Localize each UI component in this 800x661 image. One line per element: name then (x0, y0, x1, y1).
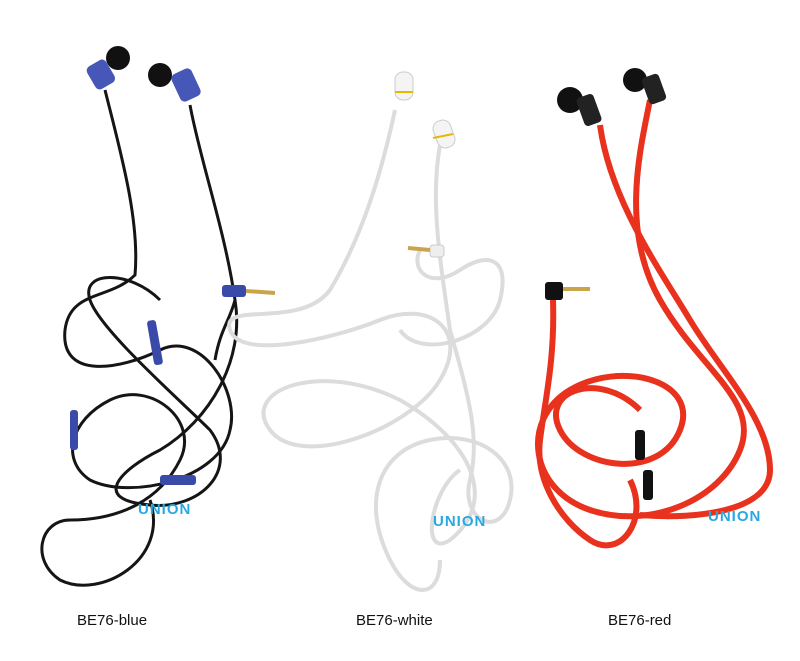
watermark: UNION (433, 513, 487, 530)
earphone-blue (40, 46, 276, 587)
product-label-red: BE76-red (608, 612, 672, 629)
watermark: UNION (138, 501, 192, 518)
product-label-white: BE76-white (356, 612, 433, 629)
earphone-red (534, 68, 774, 549)
earphone-white (227, 71, 514, 592)
product-label-blue: BE76-blue (77, 612, 148, 629)
watermark: UNION (708, 508, 762, 525)
